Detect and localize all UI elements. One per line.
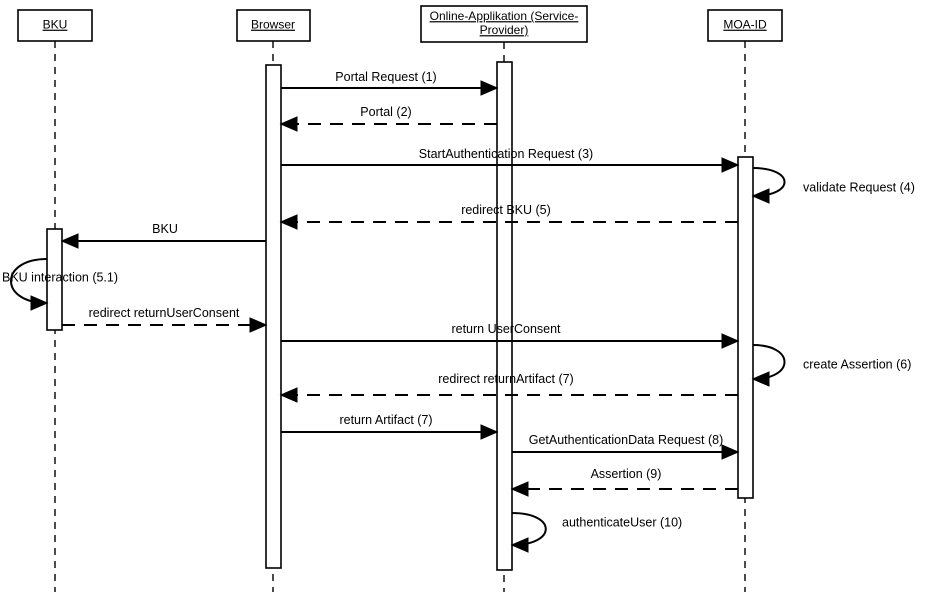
message-m7a: redirect returnArtifact (7) (279, 372, 738, 403)
message-m2: Portal (2) (279, 105, 497, 132)
message-m6: return UserConsent (281, 322, 740, 349)
message-label-m2: Portal (2) (360, 105, 411, 119)
moa-activation-bar (737, 156, 754, 499)
participant-header-moa_id[interactable]: MOA-ID (707, 9, 783, 42)
bku-activation-bar (46, 228, 63, 331)
message-label-m_consent_redirect: redirect returnUserConsent (89, 306, 240, 320)
messages-layer: Portal Request (1) Portal (2) StartAuthent… (60, 70, 740, 497)
message-label-m_bku: BKU (152, 222, 178, 236)
self-message-s6: create Assertion (6) (751, 344, 911, 387)
self-message-label-s4: validate Request (4) (803, 180, 915, 194)
message-m_consent_redirect: redirect returnUserConsent (62, 306, 268, 333)
message-m7b: return Artifact (7) (281, 413, 499, 440)
bku-activation (46, 228, 63, 331)
participant-label-bku: BKU (43, 18, 68, 32)
browser-activation (265, 64, 282, 569)
participant-box-online_applikation (420, 5, 588, 43)
self-message-s10: authenticateUser (10) (510, 512, 682, 553)
self-loop-s51 (10, 258, 49, 311)
message-label-m8: GetAuthenticationData Request (8) (529, 433, 724, 447)
self-message-s4: validate Request (4) (751, 167, 915, 204)
message-label-m5: redirect BKU (5) (461, 203, 551, 217)
self-loop-s6 (751, 344, 786, 387)
browser-activation-bar (265, 64, 282, 569)
message-label-m7a: redirect returnArtifact (7) (438, 372, 573, 386)
self-messages-layer: validate Request (4) BKU interaction (5.1… (2, 167, 915, 553)
message-m1: Portal Request (1) (281, 70, 499, 96)
message-label-m6: return UserConsent (451, 322, 561, 336)
self-message-label-s10: authenticateUser (10) (562, 515, 682, 529)
participant-label-online_applikation: Online-Applikation (Service- (430, 9, 579, 23)
self-message-s51: BKU interaction (5.1) (2, 258, 118, 311)
self-message-label-s6: create Assertion (6) (803, 357, 911, 371)
participant-header-browser[interactable]: Browser (236, 9, 311, 42)
participant-box-browser (236, 9, 311, 42)
message-label-m7b: return Artifact (7) (339, 413, 432, 427)
message-label-m1: Portal Request (1) (335, 70, 436, 84)
message-label-m9: Assertion (9) (591, 467, 662, 481)
message-m5: redirect BKU (5) (279, 203, 738, 230)
self-loop-s4 (751, 167, 786, 204)
participant-header-bku[interactable]: BKU (17, 9, 93, 42)
participant-label-online_applikation: Provider) (480, 23, 529, 37)
self-message-label-s51: BKU interaction (5.1) (2, 270, 118, 284)
participant-header-online_applikation[interactable]: Online-Applikation (Service-Provider) (420, 5, 588, 43)
message-m9: Assertion (9) (510, 467, 738, 497)
self-loop-s10 (510, 512, 547, 553)
message-m_bku: BKU (60, 222, 266, 249)
moa-activation (737, 156, 754, 499)
activations-layer (46, 61, 754, 571)
participant-box-moa_id (707, 9, 783, 42)
message-m3: StartAuthentication Request (3) (281, 147, 740, 173)
oa-activation (496, 61, 513, 571)
participant-label-moa_id: MOA-ID (723, 18, 767, 32)
message-label-m3: StartAuthentication Request (3) (419, 147, 593, 161)
participant-box-bku (17, 9, 93, 42)
participant-headers-layer: BKU Browser Online-Applikation (Service-Pr… (17, 5, 783, 43)
participant-label-browser: Browser (251, 18, 295, 32)
oa-activation-bar (496, 61, 513, 571)
message-m8: GetAuthenticationData Request (8) (512, 433, 740, 460)
